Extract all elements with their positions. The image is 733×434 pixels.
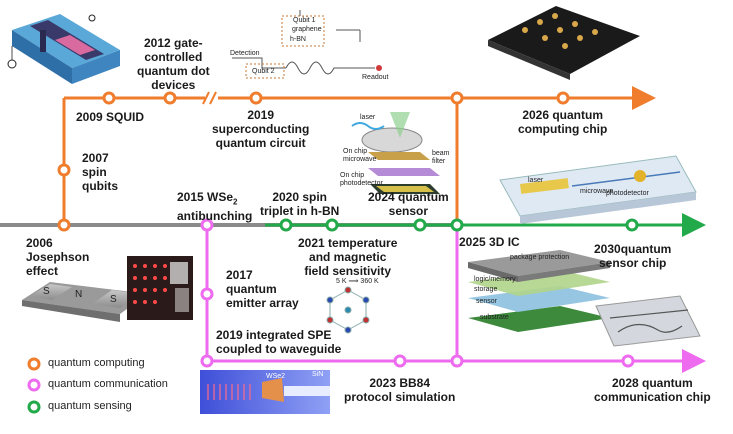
legend-marker-communication [27,378,41,392]
node-2026 [556,91,570,105]
node-2023 [393,354,407,368]
node-2025-bottom [450,354,464,368]
squid-device-image [7,14,120,84]
sns-label-s2: S [110,294,117,305]
communication-chip-image [595,295,701,347]
label-2012: 2012 gate- controlled quantum dot device… [137,36,210,92]
label-2007: 2007 spin qubits [82,151,118,193]
node-2017 [200,287,214,301]
node-2030 [625,218,639,232]
node-2021 [325,218,339,232]
3d-ic-image [468,250,610,332]
node-2019spe [200,354,214,368]
node-2009 [102,91,116,105]
quantum-sensor-image [351,112,440,194]
ic-logic-memory: logic/memory [474,276,516,283]
label-2026: 2026 quantum computing chip [518,108,608,136]
waveguide-wse2: WSe2 [266,373,286,380]
label-2019-spe: 2019 integrated SPE coupled to waveguide [216,328,342,356]
nodes [57,91,639,368]
sns-label-s1: S [43,286,50,297]
node-2007 [57,163,71,177]
photonic-chip-image [499,155,697,224]
label-2019-superconducting: 2019 superconducting quantum circuit [212,108,310,150]
node-2025 [450,218,464,232]
label-2021: 2021 temperature and magnetic field sens… [298,236,398,278]
label-2017: 2017 quantum emitter array [226,268,299,310]
ic-package-protection: package protection [510,254,570,261]
waveguide-image [200,370,330,414]
circuit-readout: Readout [362,74,389,81]
node-2015 [200,218,214,232]
emitter-array-image [127,256,193,320]
chip-photodetector: photodetector [606,190,649,197]
sensor-photodetector: On chip photodetector [340,172,383,187]
ic-sensor: sensor [476,298,498,305]
molecule-image [326,286,370,334]
node-2012 [163,91,177,105]
circuit-detection: Detection [230,50,260,57]
label-2023: 2023 BB84 protocol simulation [344,376,456,404]
node-2025-top [450,91,464,105]
chip-laser: laser [528,177,544,184]
circuit-qubit1: Qubit 1 [293,17,316,24]
legend-marker-sensing [27,400,41,414]
circuit-qubit2: Qubit 2 [252,68,275,75]
ic-substrate: substrate [480,314,509,321]
label-2024: 2024 quantum sensor [368,190,449,218]
node-2028 [621,354,635,368]
node-2020 [279,218,293,232]
molecule-temp-range: 5 K ⟹ 360 K [336,278,379,285]
label-2006: 2006 Josephson effect [26,236,90,278]
quantum-computing-chip-image [488,6,640,80]
superconducting-circuit-image [232,10,382,79]
sensor-laser: laser [360,114,376,121]
sensor-microwave: On chip microwave [343,148,377,163]
legend-label-communication: quantum communication [48,378,168,390]
waveguide-sin: SiN [312,371,324,378]
sns-label-n: N [75,289,83,300]
legend-marker-computing [27,357,41,371]
computing-line [62,86,656,225]
circuit-hbn: h-BN [290,36,306,43]
legend-label-sensing: quantum sensing [48,400,132,412]
label-2020: 2020 spin triplet in h-BN [260,190,340,218]
node-2006 [57,218,71,232]
sensor-beam-filter: beam filter [432,150,450,165]
ic-storage: storage [474,286,498,293]
label-2028: 2028 quantum communication chip [594,376,711,404]
label-2025: 2025 3D IC [459,235,520,249]
node-2019sc [249,91,263,105]
label-2009: 2009 SQUID [76,110,145,124]
legend-markers [27,357,41,414]
legend-label-computing: quantum computing [48,357,145,369]
label-2030: 2030quantum sensor chip [594,242,672,270]
node-2024 [413,218,427,232]
circuit-graphene: graphene [292,26,322,33]
chip-microwave: microwave [580,188,614,195]
